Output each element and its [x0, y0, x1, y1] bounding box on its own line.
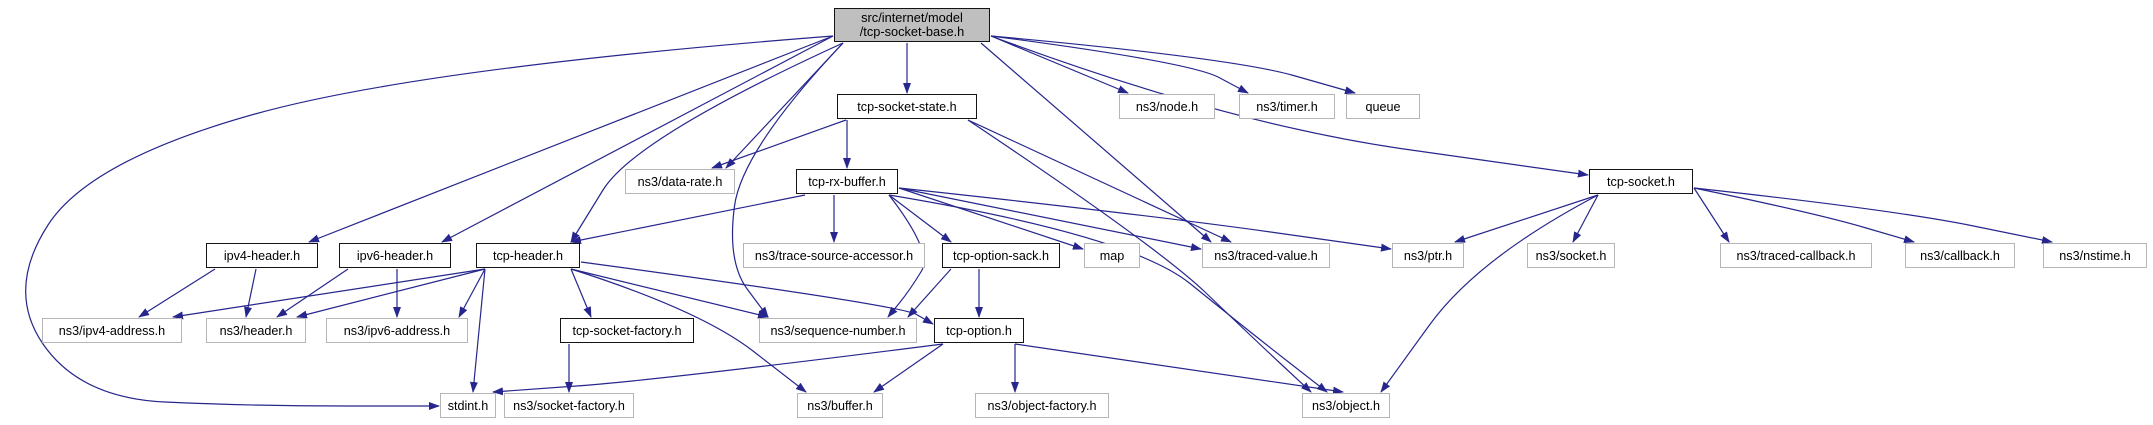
edge-socket-to-nstime	[1693, 187, 2053, 244]
graph-node-ipv6a: ns3/ipv6-address.h	[326, 318, 468, 343]
edge-base-to-ipv4h	[308, 35, 834, 243]
graph-node-rx[interactable]: tcp-rx-buffer.h	[796, 169, 898, 194]
edge-tcph-to-ipv4a	[172, 268, 486, 320]
edge-ipv4h-to-hdr	[244, 268, 257, 318]
edge-tcph-to-seq	[570, 268, 769, 319]
edge-sack-to-seq	[907, 268, 952, 318]
edge-rx-to-map	[898, 187, 1084, 250]
edge-state-to-datarate	[711, 119, 847, 169]
edge-rx-to-sack	[888, 194, 952, 243]
graph-node-of: ns3/object-factory.h	[975, 393, 1109, 418]
graph-node-sack[interactable]: tcp-option-sack.h	[942, 243, 1060, 268]
edge-socket-to-cb	[1693, 187, 1915, 244]
graph-node-opt[interactable]: tcp-option.h	[934, 318, 1024, 343]
edge-base-to-socket	[990, 35, 1589, 178]
edge-ipv4h-to-ipv4a	[138, 268, 216, 318]
graph-node-tcb: ns3/traced-callback.h	[1720, 243, 1872, 268]
graph-node-node: ns3/node.h	[1119, 94, 1215, 119]
edge-base-to-timer	[990, 35, 1249, 94]
graph-node-sf: ns3/socket-factory.h	[504, 393, 634, 418]
edge-socket-to-nsock	[1572, 194, 1599, 243]
edge-tcph-to-tsf	[570, 268, 592, 318]
edge-state-to-tval	[967, 119, 1232, 243]
edge-base-to-tval	[980, 42, 1212, 243]
graph-node-state[interactable]: tcp-socket-state.h	[837, 94, 977, 119]
edge-tcph-to-hdr	[296, 268, 486, 319]
edge-base-to-stdint	[25, 35, 834, 410]
graph-node-datarate: ns3/data-rate.h	[625, 169, 735, 194]
graph-node-obj: ns3/object.h	[1302, 393, 1390, 418]
graph-node-tsa: ns3/trace-source-accessor.h	[743, 243, 925, 268]
graph-node-base: src/internet/model /tcp-socket-base.h	[834, 8, 990, 42]
edge-rx-to-obj	[888, 194, 1328, 393]
edge-tcph-to-ipv6a	[458, 268, 486, 318]
graph-node-buf: ns3/buffer.h	[797, 393, 883, 418]
edge-socket-to-obj	[1380, 194, 1599, 393]
edge-socket-to-tcb	[1693, 187, 1730, 243]
graph-node-tval: ns3/traced-value.h	[1202, 243, 1330, 268]
edge-base-to-seq	[731, 42, 844, 318]
edge-base-to-tcph	[570, 42, 844, 243]
graph-node-ipv4h[interactable]: ipv4-header.h	[206, 243, 318, 268]
graph-node-ipv6h[interactable]: ipv6-header.h	[339, 243, 451, 268]
edge-state-to-obj	[967, 119, 1312, 393]
edge-base-to-queue	[990, 35, 1356, 95]
graph-node-queue: queue	[1346, 94, 1420, 119]
edge-tcph-to-stdint	[469, 268, 486, 393]
edge-base-to-ipv6h	[441, 35, 834, 243]
edge-ipv6h-to-hdr	[276, 268, 349, 318]
edge-rx-to-seq	[887, 194, 925, 318]
edge-rx-to-tval	[898, 187, 1202, 251]
edge-base-to-node	[990, 35, 1129, 94]
edge-rx-to-ptr	[898, 187, 1392, 252]
graph-node-stdint: stdint.h	[440, 393, 496, 418]
edge-opt-to-obj	[1014, 343, 1344, 395]
graph-node-timer: ns3/timer.h	[1239, 94, 1335, 119]
edge-opt-to-stdint	[492, 343, 944, 396]
graph-node-ipv4a: ns3/ipv4-address.h	[42, 318, 182, 343]
graph-node-hdr: ns3/header.h	[206, 318, 306, 343]
graph-node-nsock: ns3/socket.h	[1527, 243, 1615, 268]
edge-rx-to-tcph	[570, 194, 806, 244]
graph-node-socket[interactable]: tcp-socket.h	[1589, 169, 1693, 194]
graph-node-tcph[interactable]: tcp-header.h	[476, 243, 580, 268]
graph-node-seq: ns3/sequence-number.h	[759, 318, 917, 343]
edge-opt-to-buf	[873, 343, 944, 393]
graph-node-tsf[interactable]: tcp-socket-factory.h	[560, 318, 694, 343]
graph-node-cb: ns3/callback.h	[1905, 243, 2015, 268]
graph-node-nstime: ns3/nstime.h	[2043, 243, 2147, 268]
edge-socket-to-ptr	[1454, 194, 1599, 243]
graph-node-map: map	[1084, 243, 1140, 268]
graph-node-ptr: ns3/ptr.h	[1392, 243, 1464, 268]
edge-tcph-to-buf	[570, 268, 807, 393]
